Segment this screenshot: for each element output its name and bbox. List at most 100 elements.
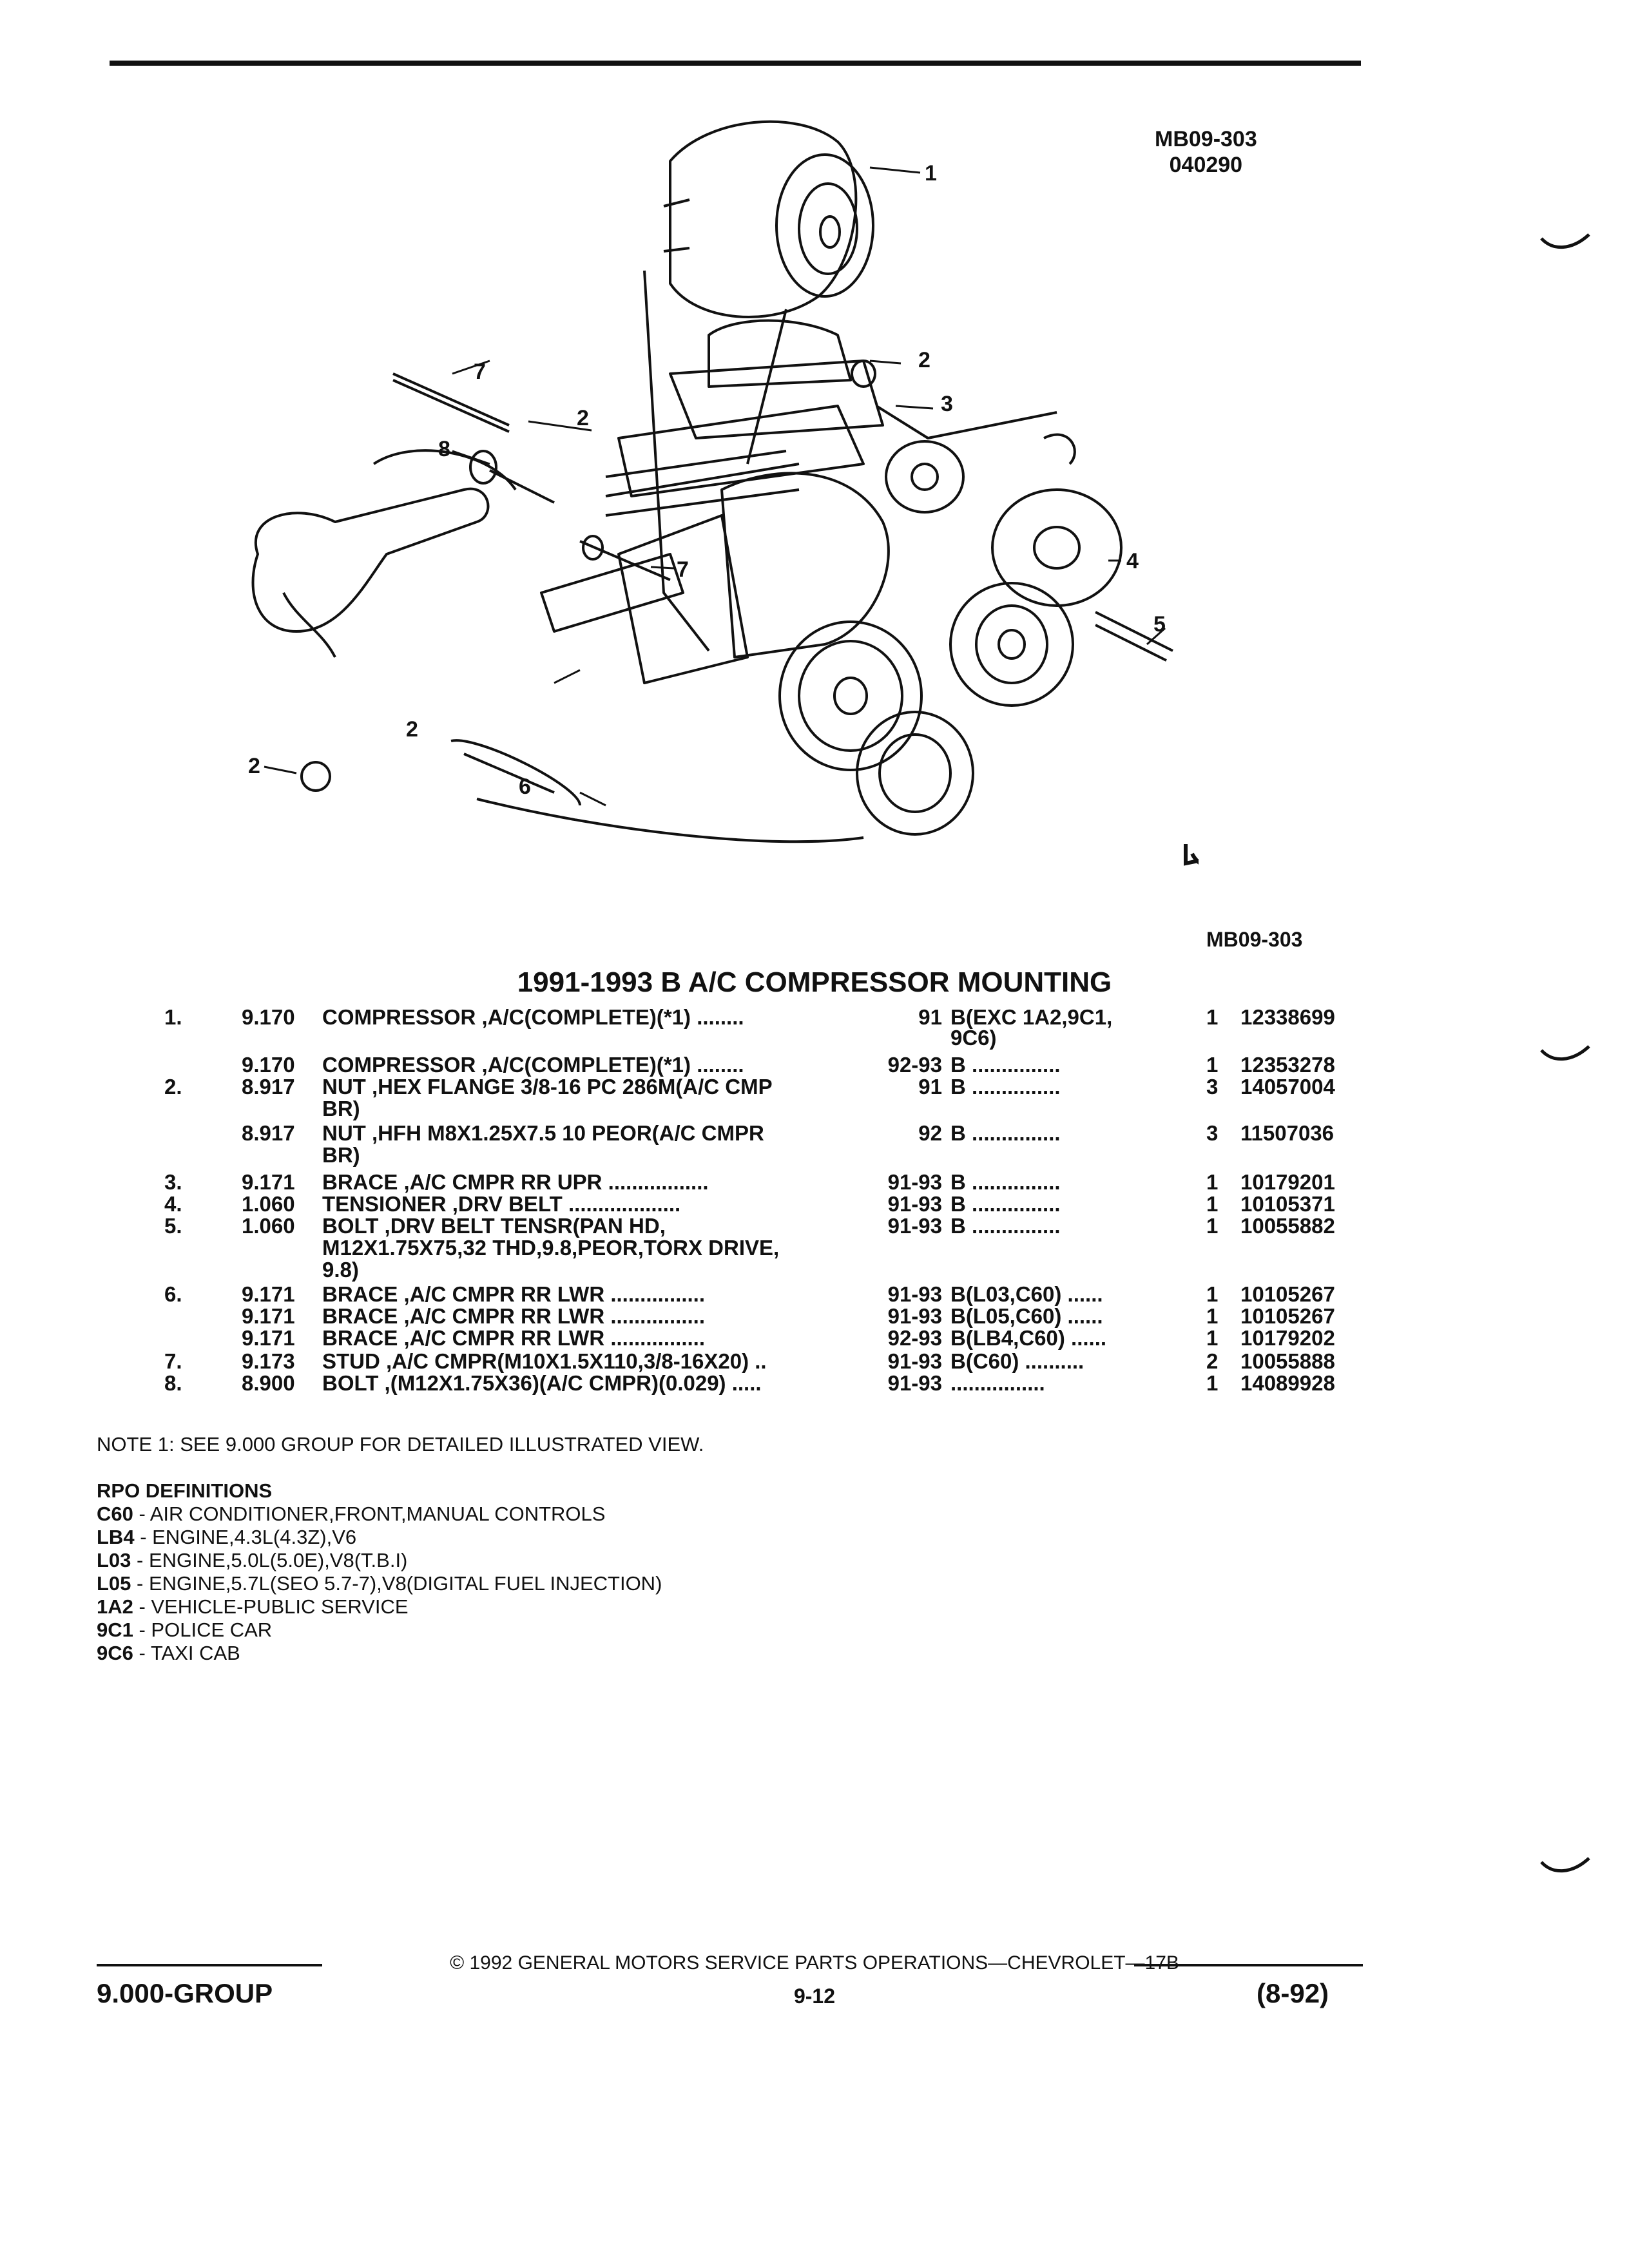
chevrolet-mark-icon — [1184, 844, 1199, 866]
rpo-code: 9C1 — [97, 1619, 133, 1641]
part-group: 9.171 — [242, 1326, 295, 1350]
part-model: 9C6) — [950, 1026, 997, 1050]
rpo-text: - VEHICLE-PUBLIC SERVICE — [133, 1595, 409, 1618]
callout-1: 1 — [925, 161, 937, 186]
rpo-code: L05 — [97, 1572, 131, 1595]
part-desc: 9.8) — [322, 1258, 359, 1282]
page-title: 1991-1993 B A/C COMPRESSOR MOUNTING — [517, 966, 1112, 998]
part-model: B ............... — [950, 1121, 1061, 1145]
part-num: 7. — [164, 1349, 182, 1373]
part-year: 91-93 — [887, 1371, 942, 1395]
part-desc: BRACE ,A/C CMPR RR LWR ................ — [322, 1304, 706, 1328]
rpo-text: - AIR CONDITIONER,FRONT,MANUAL CONTROLS — [133, 1503, 606, 1525]
part-year: 91-93 — [887, 1170, 942, 1194]
note-1: NOTE 1: SEE 9.000 GROUP FOR DETAILED ILL… — [97, 1433, 704, 1456]
part-model: B ............... — [950, 1214, 1061, 1238]
rpo-item: 9C6 - TAXI CAB — [97, 1642, 662, 1665]
callout-5: 5 — [1153, 612, 1166, 637]
part-group: 9.171 — [242, 1282, 295, 1306]
engine-upper-illustration — [605, 319, 884, 517]
part-desc: TENSIONER ,DRV BELT ................... — [322, 1192, 681, 1216]
ref-code: MB09-303 — [1155, 127, 1257, 151]
rpo-item: 1A2 - VEHICLE-PUBLIC SERVICE — [97, 1595, 662, 1619]
part-qty: 2 — [1206, 1349, 1219, 1373]
part-year: 92-93 — [887, 1053, 942, 1077]
top-rule — [110, 61, 1361, 66]
part-model: B ............... — [950, 1053, 1061, 1077]
part-num: 5. — [164, 1214, 182, 1238]
part-num: 4. — [164, 1192, 182, 1216]
part-year: 91-93 — [887, 1192, 942, 1216]
margin-mark-icon — [1540, 1045, 1590, 1061]
callout-2b: 2 — [577, 406, 589, 430]
compressor-illustration — [663, 120, 874, 318]
part-qty: 1 — [1206, 1005, 1219, 1029]
part-qty: 1 — [1206, 1170, 1219, 1194]
part-model: B(EXC 1A2,9C1, — [950, 1005, 1113, 1029]
callout-8: 8 — [438, 437, 450, 461]
diagram-code: MB09-303 — [1206, 928, 1303, 951]
footer-group: 9.000-GROUP — [97, 1978, 273, 2008]
part-pn: 14057004 — [1240, 1075, 1335, 1099]
rpo-item: C60 - AIR CONDITIONER,FRONT,MANUAL CONTR… — [97, 1503, 662, 1526]
part-qty: 1 — [1206, 1053, 1219, 1077]
part-qty: 3 — [1206, 1075, 1219, 1099]
part-pn: 12338699 — [1240, 1005, 1335, 1029]
pulleys-illustration — [778, 440, 1123, 836]
part-model: ................ — [950, 1371, 1045, 1395]
footer-rule-right — [1134, 1964, 1363, 1966]
part-pn: 10055882 — [1240, 1214, 1335, 1238]
footer-date: (8-92) — [1257, 1978, 1329, 2008]
rpo-text: - TAXI CAB — [133, 1642, 240, 1664]
part-qty: 1 — [1206, 1304, 1219, 1328]
rpo-code: C60 — [97, 1503, 133, 1525]
part-year: 91-93 — [887, 1214, 942, 1238]
callout-2a: 2 — [918, 348, 930, 372]
drive-belt-illustration — [476, 270, 864, 843]
part-desc: BRACE ,A/C CMPR RR LWR ................ — [322, 1326, 706, 1350]
part-model: B(LB4,C60) ...... — [950, 1326, 1107, 1350]
footer-rule-left — [97, 1964, 322, 1966]
part-year: 91-93 — [887, 1304, 942, 1328]
callout-6: 6 — [519, 774, 531, 799]
part-pn: 11507036 — [1240, 1121, 1335, 1145]
part-pn: 10105371 — [1240, 1192, 1335, 1216]
part-row: M12X1.75X75,32 THD,9.8,PEOR,TORX DRIVE, — [0, 1236, 1629, 1260]
rpo-definitions: RPO DEFINITIONS C60 - AIR CONDITIONER,FR… — [97, 1479, 662, 1665]
part-model: B ............... — [950, 1075, 1061, 1099]
part-desc: NUT ,HEX FLANGE 3/8-16 PC 286M(A/C CMP — [322, 1075, 773, 1099]
callout-4: 4 — [1126, 549, 1139, 573]
rpo-text: - ENGINE,5.0L(5.0E),V8(T.B.I) — [131, 1549, 408, 1571]
part-qty: 3 — [1206, 1121, 1219, 1145]
part-desc: COMPRESSOR ,A/C(COMPLETE)(*1) ........ — [322, 1053, 744, 1077]
part-row: BR) — [0, 1143, 1629, 1168]
part-group: 9.171 — [242, 1170, 295, 1194]
part-group: 8.917 — [242, 1075, 295, 1099]
part-row: 4. 1.060 TENSIONER ,DRV BELT .............… — [0, 1192, 1629, 1216]
part-pn: 10105267 — [1240, 1304, 1335, 1328]
callout-3: 3 — [941, 392, 953, 416]
rpo-item: 9C1 - POLICE CAR — [97, 1619, 662, 1642]
part-pn: 14089928 — [1240, 1371, 1335, 1395]
part-row: 9.8) — [0, 1258, 1629, 1282]
footer-page-number: 9-12 — [793, 1984, 836, 2008]
compressor-mounting-diagram: 1 2 3 7 2 8 7 4 5 2 6 2 — [248, 120, 1199, 866]
part-desc: BR) — [322, 1143, 360, 1167]
rpo-item: LB4 - ENGINE,4.3L(4.3Z),V6 — [97, 1526, 662, 1549]
part-group: 1.060 — [242, 1192, 295, 1216]
part-model: B ............... — [950, 1170, 1061, 1194]
part-pn: 10055888 — [1240, 1349, 1335, 1373]
part-qty: 1 — [1206, 1282, 1219, 1306]
front-cover-illustration — [540, 472, 890, 684]
rpo-code: L03 — [97, 1549, 131, 1571]
margin-mark-icon — [1540, 1857, 1590, 1872]
